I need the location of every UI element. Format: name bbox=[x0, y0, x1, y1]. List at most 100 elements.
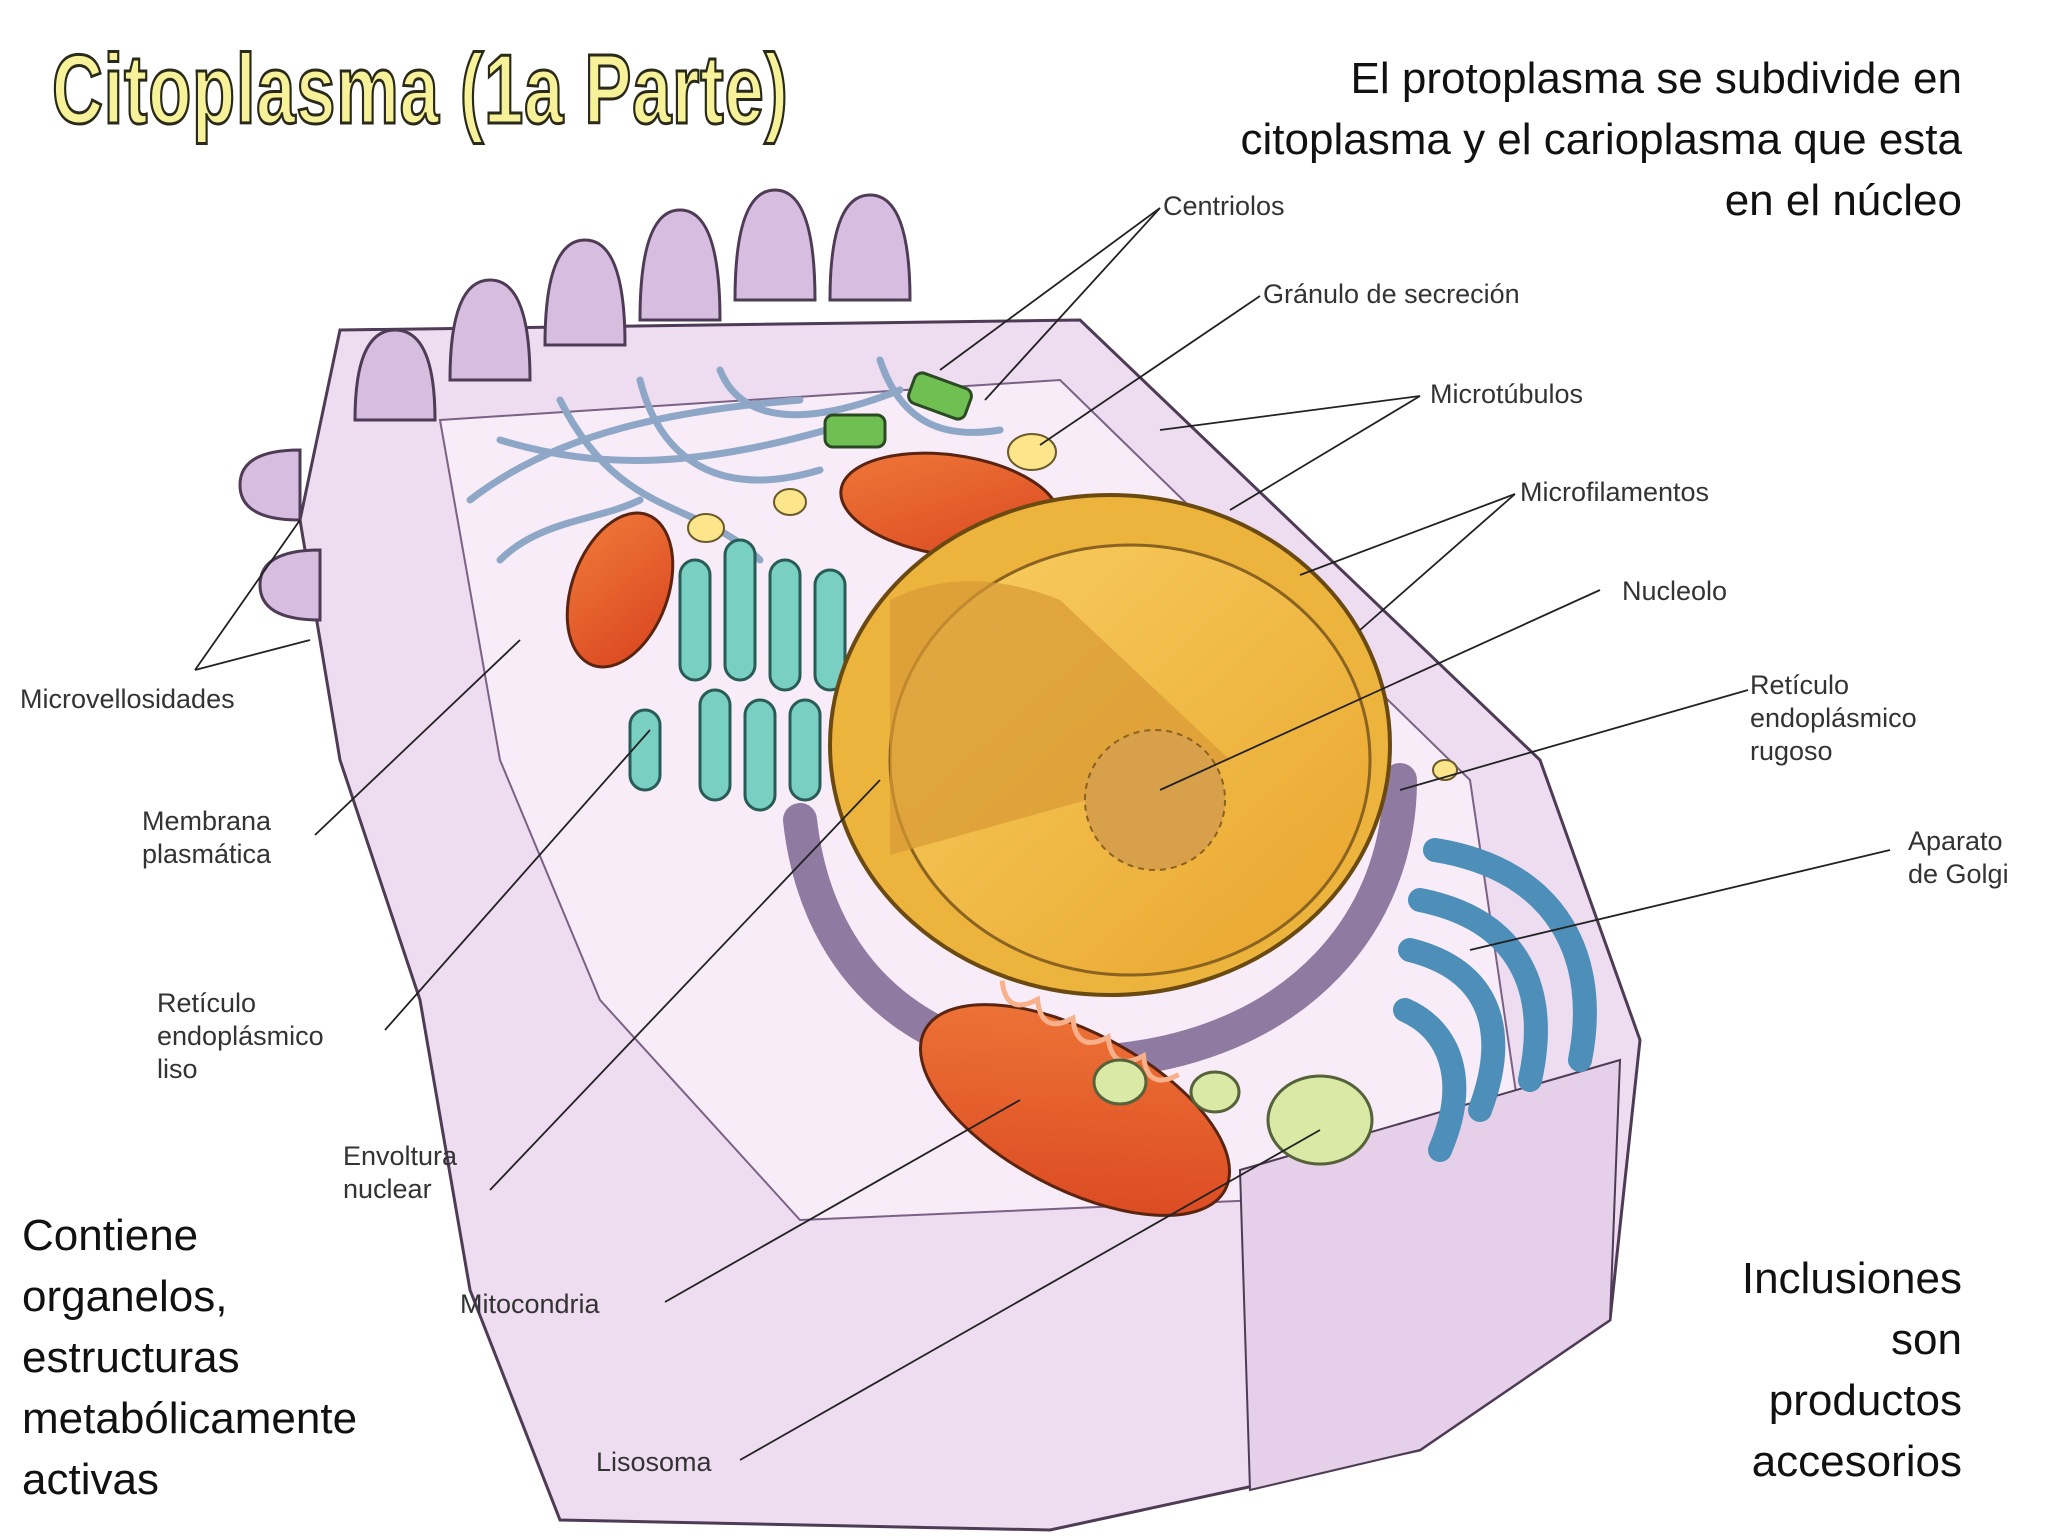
label-golgi-line2: de Golgi bbox=[1908, 859, 2009, 889]
label-rer-line3: rugoso bbox=[1750, 736, 1833, 766]
microvillus bbox=[238, 448, 302, 522]
nucleolus bbox=[1084, 729, 1226, 871]
label-granulo-secrecion: Gránulo de secreción bbox=[1263, 279, 1520, 309]
leader-line bbox=[489, 779, 881, 1191]
label-membrana-line1: Membrana bbox=[142, 806, 272, 836]
microvillus bbox=[638, 208, 722, 322]
centriole bbox=[823, 413, 887, 449]
lysosome bbox=[1092, 1058, 1148, 1106]
leader-lines bbox=[194, 207, 1891, 1461]
er-tubule bbox=[678, 558, 712, 682]
leader-line bbox=[1159, 395, 1421, 431]
cell-front-face bbox=[1238, 1058, 1622, 1492]
large-mitochondrion bbox=[918, 980, 1232, 1217]
secretion-granule bbox=[773, 488, 807, 516]
microtubule bbox=[636, 376, 824, 484]
label-nucleolo: Nucleolo bbox=[1622, 576, 1727, 606]
mitochondrion bbox=[565, 511, 675, 669]
golgi-cisterna bbox=[1408, 888, 1548, 1092]
microvillus bbox=[258, 548, 322, 622]
label-lisosoma: Lisosoma bbox=[596, 1447, 713, 1477]
er-tubule bbox=[788, 698, 822, 802]
microvillus bbox=[828, 193, 912, 302]
centriole bbox=[907, 371, 973, 421]
leader-line bbox=[314, 639, 521, 836]
note-line: son bbox=[1891, 1315, 1962, 1364]
note-line: accesorios bbox=[1751, 1437, 1962, 1486]
label-mitocondria: Mitocondria bbox=[460, 1289, 601, 1319]
er-tubule bbox=[628, 708, 662, 792]
label-envoltura-line1: Envoltura bbox=[343, 1141, 458, 1171]
microtubule bbox=[496, 496, 644, 564]
leader-line bbox=[194, 639, 311, 671]
organelles-note: Contiene organelos, estructuras metabóli… bbox=[22, 1205, 357, 1510]
er-tubule bbox=[743, 698, 777, 812]
lysosomes bbox=[1092, 1058, 1374, 1166]
label-rer-line2: endoplásmico bbox=[1750, 703, 1917, 733]
note-line: citoplasma y el carioplasma que esta bbox=[1240, 115, 1962, 164]
label-envoltura-line2: nuclear bbox=[343, 1174, 432, 1204]
nucleus-cut-face bbox=[890, 581, 1230, 855]
golgi-apparatus bbox=[1393, 838, 1597, 1162]
leader-line bbox=[384, 729, 651, 1031]
leader-line bbox=[1229, 395, 1421, 511]
label-microvellosidades: Microvellosidades bbox=[20, 684, 235, 714]
lysosome bbox=[1189, 1070, 1241, 1114]
label-rel-line3: liso bbox=[157, 1054, 198, 1084]
label-microfilamentos: Microfilamentos bbox=[1520, 477, 1709, 507]
leader-line bbox=[939, 207, 1161, 371]
microvillus bbox=[733, 188, 817, 302]
note-line: productos bbox=[1768, 1376, 1962, 1425]
microtubule bbox=[876, 356, 1004, 436]
smooth-er bbox=[628, 538, 847, 812]
leader-line bbox=[1469, 849, 1891, 951]
note-line: El protoplasma se subdivide en bbox=[1350, 54, 1962, 103]
golgi-cisterna bbox=[1423, 838, 1597, 1072]
labels: Centriolos Gránulo de secreción Microtúb… bbox=[20, 191, 2009, 1477]
leader-line bbox=[1299, 493, 1516, 576]
leader-line bbox=[1159, 589, 1601, 791]
microtubule bbox=[496, 416, 864, 464]
leader-line bbox=[739, 1129, 1321, 1461]
label-rel-line1: Retículo bbox=[157, 988, 256, 1018]
note-line: metabólicamente bbox=[22, 1394, 358, 1443]
note-line: estructuras bbox=[22, 1333, 240, 1382]
er-tubule bbox=[723, 538, 757, 682]
centrioles bbox=[823, 371, 973, 449]
lysosome bbox=[1266, 1074, 1374, 1166]
leader-line bbox=[1399, 689, 1749, 791]
microvillus bbox=[353, 328, 437, 422]
mitochondrion bbox=[918, 1003, 1232, 1217]
leader-line bbox=[664, 1099, 1021, 1303]
golgi-cisterna bbox=[1393, 998, 1467, 1162]
golgi-cisterna bbox=[1398, 938, 1506, 1122]
note-line: en el núcleo bbox=[1724, 176, 1962, 225]
microvillus bbox=[448, 278, 532, 382]
note-line: activas bbox=[22, 1455, 159, 1504]
leader-line bbox=[1039, 295, 1261, 446]
label-microtubulos: Microtúbulos bbox=[1430, 379, 1583, 409]
label-golgi-line1: Aparato bbox=[1908, 826, 2003, 856]
label-centriolos: Centriolos bbox=[1163, 191, 1285, 221]
microtubule bbox=[716, 366, 904, 419]
label-membrana-line2: plasmática bbox=[142, 839, 272, 869]
er-tubule bbox=[698, 688, 732, 802]
nucleus bbox=[828, 493, 1392, 997]
note-line: Inclusiones bbox=[1741, 1254, 1962, 1303]
inclusions-note: Inclusiones son productos accesorios bbox=[1742, 1248, 1962, 1492]
er-tubule bbox=[813, 568, 847, 692]
slide-title: Citoplasma (1a Parte) bbox=[51, 34, 789, 144]
leader-line bbox=[194, 519, 301, 671]
er-tubule bbox=[768, 558, 802, 692]
leader-line bbox=[984, 207, 1161, 401]
microvilli bbox=[238, 188, 912, 622]
secretion-granule bbox=[687, 513, 725, 543]
note-line: organelos, bbox=[22, 1272, 228, 1321]
microvillus bbox=[543, 238, 627, 347]
leader-line bbox=[1359, 493, 1516, 631]
label-rel-line2: endoplásmico bbox=[157, 1021, 324, 1051]
label-rer-line1: Retículo bbox=[1750, 670, 1849, 700]
microtubules bbox=[466, 356, 1004, 564]
mitochondrial-cristae bbox=[999, 980, 1180, 1083]
